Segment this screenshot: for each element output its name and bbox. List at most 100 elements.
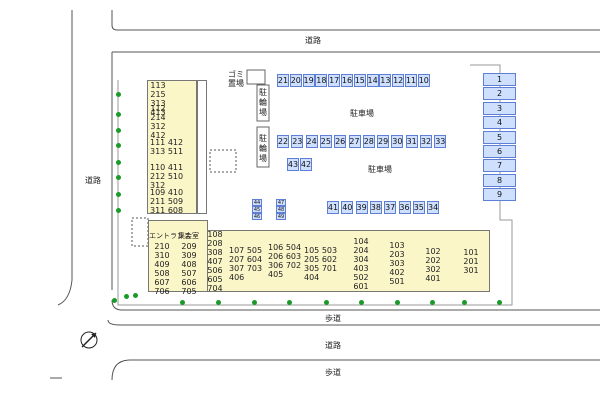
parking-space-43: 43 <box>287 158 299 171</box>
units-left-3: 111 412 313 511 <box>150 138 184 156</box>
moto-space-46: 46 <box>252 213 262 220</box>
units-block-1: 210 310 409 508 607 706 <box>154 242 170 296</box>
moto-space-44: 44 <box>252 199 262 206</box>
parking-space-17: 17 <box>328 74 341 87</box>
road-label-left: 道路 <box>85 176 101 185</box>
tree-icon <box>116 208 121 213</box>
building-left <box>147 80 197 214</box>
parking-space-34: 34 <box>427 201 440 214</box>
parking-space-28: 28 <box>362 135 375 148</box>
parking-space-19: 19 <box>302 74 315 87</box>
tree-icon <box>116 192 121 197</box>
units-block-6: 105 503 205 602 305 701 404 <box>304 246 338 282</box>
parking-space-11: 11 <box>405 74 417 87</box>
tree-icon <box>112 298 117 303</box>
bike-parking-label-upper: 駐輪場 <box>259 88 267 117</box>
tree-icon <box>133 293 138 298</box>
parking-space-15: 15 <box>353 74 366 87</box>
tree-icon <box>116 175 121 180</box>
tree-icon <box>116 112 121 117</box>
meeting-room-label: 集会室 <box>178 232 199 240</box>
building-bottom-west <box>148 220 208 292</box>
tree-icon <box>180 300 185 305</box>
units-block-9: 102 202 302 401 <box>425 247 441 283</box>
units-block-5: 106 504 206 603 306 702 405 <box>268 243 302 279</box>
entrance-label: エントランス <box>149 232 191 240</box>
bike-parking-label-lower: 駐輪場 <box>259 134 267 163</box>
parking-space-27: 27 <box>348 135 361 148</box>
parking-space-32: 32 <box>420 135 432 148</box>
parking-space-38: 38 <box>369 201 382 214</box>
parking-space-42: 42 <box>300 158 312 171</box>
units-left-2: 112 214 312 412 <box>150 104 166 140</box>
units-left-1: 113 215 313 413 <box>150 81 166 117</box>
tree-icon <box>116 128 121 133</box>
units-left-5: 109 410 211 509 311 608 <box>150 188 184 215</box>
units-block-3: 108 208 308 407 506 605 704 <box>207 230 223 293</box>
parking-space-25: 25 <box>319 135 332 148</box>
tree-icon <box>252 300 257 305</box>
units-block-7: 104 204 304 403 502 601 <box>353 237 369 291</box>
parking-space-29: 29 <box>377 135 390 148</box>
parking-space-5: 5 <box>483 130 516 144</box>
parking-space-7: 7 <box>483 159 516 173</box>
tree-icon <box>116 160 121 165</box>
moto-space-49: 49 <box>276 213 286 220</box>
tree-icon <box>359 300 364 305</box>
parking-space-33: 33 <box>434 135 447 148</box>
parking-space-10: 10 <box>417 74 430 87</box>
tree-icon <box>287 300 292 305</box>
parking-space-31: 31 <box>405 135 418 148</box>
moto-space-47: 47 <box>276 199 286 206</box>
sidewalk-label-upper: 歩道 <box>325 314 341 323</box>
moto-space-45: 45 <box>252 206 262 213</box>
parking-space-36: 36 <box>398 201 411 214</box>
moto-space-48: 48 <box>276 206 286 213</box>
tree-icon <box>324 300 329 305</box>
parking-space-21: 21 <box>277 74 289 87</box>
tree-icon <box>216 300 221 305</box>
tree-icon <box>462 300 467 305</box>
parking-space-22: 22 <box>277 135 289 148</box>
parking-space-16: 16 <box>341 74 353 87</box>
parking-space-35: 35 <box>412 201 425 214</box>
units-block-2: 209 309 408 507 606 705 <box>181 242 197 296</box>
road-label-bottom: 道路 <box>325 341 341 350</box>
tree-icon <box>116 143 121 148</box>
tree-icon <box>430 300 435 305</box>
units-left-4: 110 411 212 510 312 <box>150 163 184 190</box>
parking-space-2: 2 <box>483 87 516 101</box>
parking-space-39: 39 <box>355 201 368 214</box>
parking-space-24: 24 <box>305 135 318 148</box>
parking-space-20: 20 <box>289 74 302 87</box>
road-label-top: 道路 <box>305 36 321 45</box>
parking-label-lower: 駐車場 <box>368 165 392 174</box>
garbage-area-label: ゴミ置場 <box>228 70 244 88</box>
parking-space-40: 40 <box>341 201 354 214</box>
tree-icon <box>395 300 400 305</box>
units-block-4: 107 505 207 604 307 703 406 <box>229 246 263 282</box>
parking-space-26: 26 <box>334 135 347 148</box>
sidewalk-label-lower: 歩道 <box>325 368 341 377</box>
parking-space-6: 6 <box>483 145 516 158</box>
units-block-8: 103 203 303 402 501 <box>389 241 405 286</box>
parking-space-9: 9 <box>483 188 516 202</box>
tree-icon <box>116 92 121 97</box>
building-left-corridor <box>197 80 207 214</box>
parking-space-12: 12 <box>392 74 405 87</box>
parking-space-41: 41 <box>327 201 339 214</box>
parking-space-8: 8 <box>483 173 516 187</box>
parking-space-18: 18 <box>315 74 328 87</box>
parking-space-14: 14 <box>366 74 379 87</box>
parking-space-1: 1 <box>483 73 516 86</box>
parking-space-13: 13 <box>379 74 392 87</box>
parking-space-23: 23 <box>291 135 304 148</box>
parking-label-upper: 駐車場 <box>350 109 374 118</box>
parking-space-30: 30 <box>391 135 404 148</box>
parking-space-37: 37 <box>384 201 397 214</box>
parking-space-3: 3 <box>483 101 516 115</box>
tree-icon <box>124 294 129 299</box>
parking-space-4: 4 <box>483 116 516 130</box>
